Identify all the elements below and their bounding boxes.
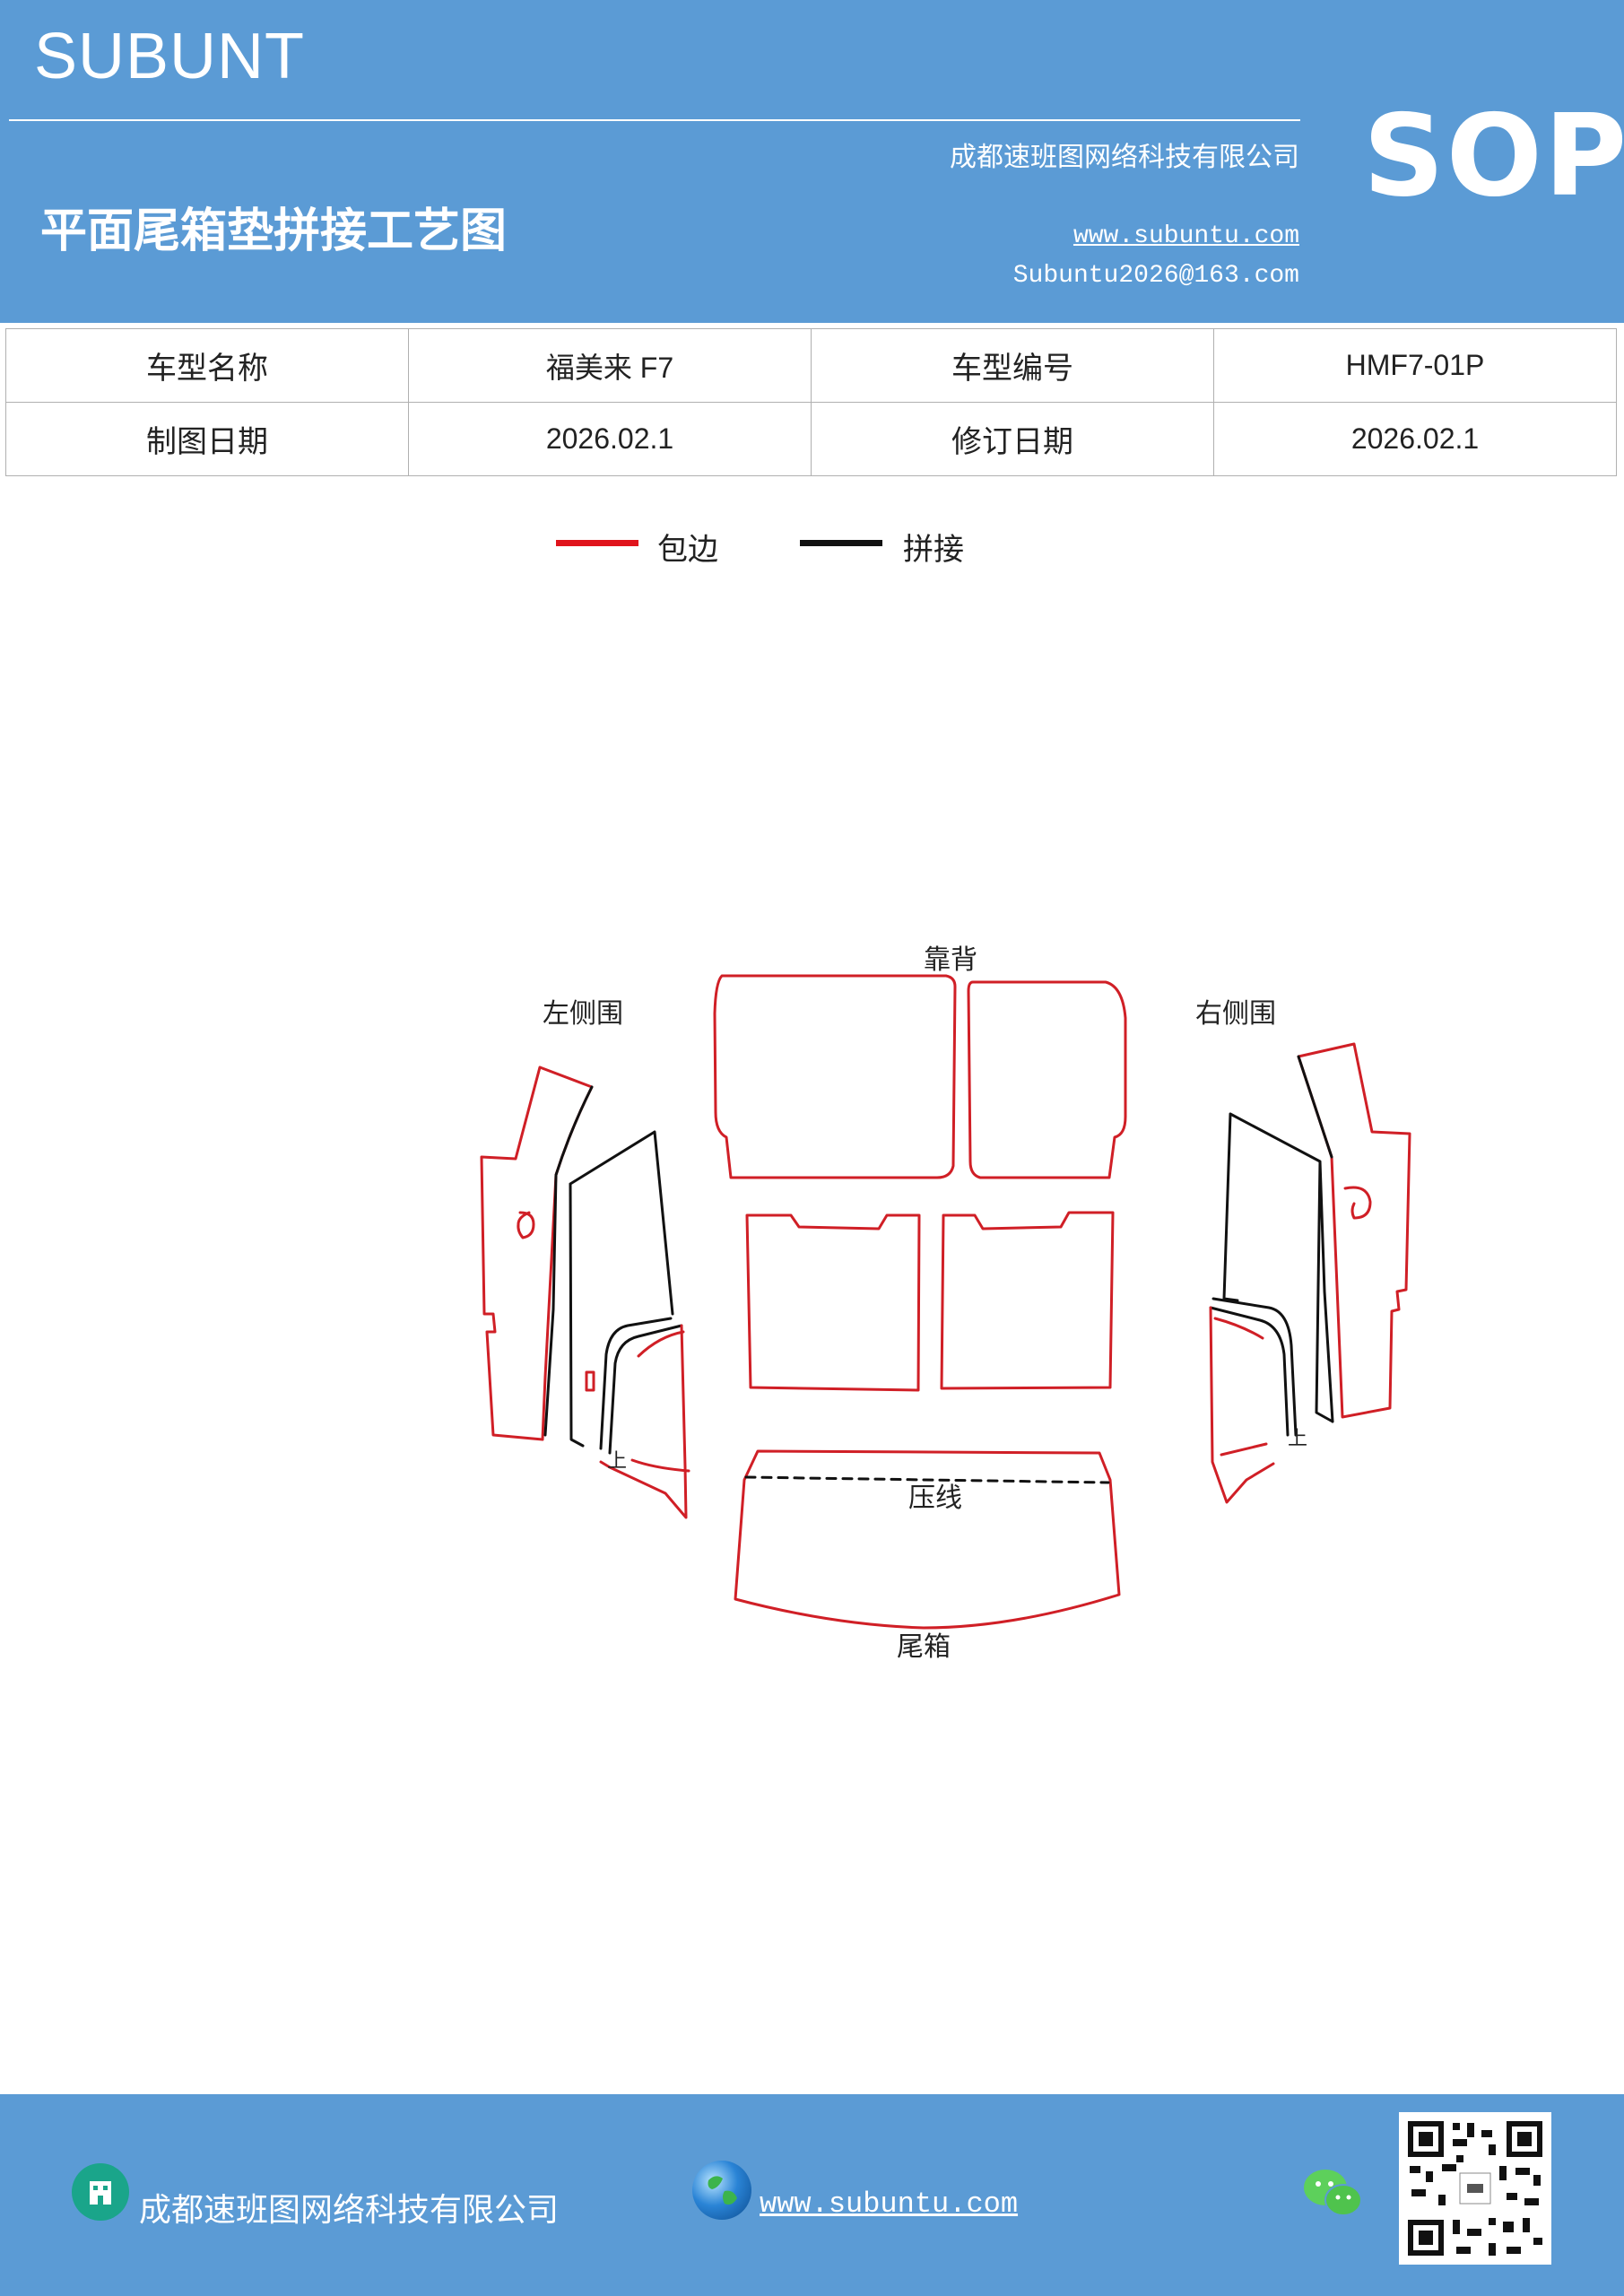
label-left-side: 左侧围	[543, 998, 623, 1030]
label-up-left: 上	[607, 1450, 627, 1473]
right-side-outer-panel	[1297, 1042, 1411, 1419]
table-cell: HMF7-01P	[1213, 328, 1617, 403]
floor-left-panel	[745, 1213, 921, 1392]
table-cell: 车型名称	[5, 328, 409, 403]
legend: 包边 拼接	[0, 525, 1624, 570]
email-address[interactable]: Subuntu2026@163.com	[1012, 262, 1299, 290]
table-cell: 车型编号	[811, 328, 1214, 403]
wechat-icon[interactable]	[1302, 2166, 1365, 2223]
backrest-right-panel	[967, 980, 1127, 1179]
label-trunk: 尾箱	[897, 1631, 951, 1663]
left-side-seam-panel	[543, 1085, 674, 1448]
table-cell: 2026.02.1	[1213, 402, 1617, 476]
legend-swatch-binding	[556, 540, 638, 546]
table-cell: 修订日期	[811, 402, 1214, 476]
label-press-line: 压线	[908, 1483, 962, 1514]
company-name: 成都速班图网络科技有限公司	[950, 142, 1299, 173]
building-icon	[72, 2163, 129, 2221]
label-right-side: 右侧围	[1195, 998, 1276, 1030]
label-up-right: 上	[1288, 1428, 1307, 1450]
right-wheel-arch-edge	[1209, 1306, 1275, 1504]
left-wheel-arch-panel	[599, 1317, 683, 1455]
left-side-hole	[517, 1211, 535, 1239]
table-cell: 制图日期	[5, 402, 409, 476]
qr-code	[1399, 2112, 1551, 2268]
right-side-hole	[1343, 1186, 1372, 1220]
globe-icon	[692, 2161, 751, 2220]
label-backrest: 靠背	[924, 944, 977, 976]
brand-name: SUBUNT	[34, 21, 306, 92]
table-row: 制图日期 2026.02.1 修订日期 2026.02.1	[5, 402, 1617, 476]
table-row: 车型名称 福美来 F7 车型编号 HMF7-01P	[5, 328, 1617, 403]
legend-label-seam: 拼接	[903, 532, 964, 568]
table-cell: 福美来 F7	[408, 328, 812, 403]
footer-company-name: 成都速班图网络科技有限公司	[139, 2192, 560, 2229]
trunk-mat-diagram: 靠背 左侧围 右侧围 压线 尾箱 上 上	[480, 944, 1411, 1663]
left-wheel-arch-edge	[599, 1324, 690, 1519]
left-small-slot	[585, 1370, 595, 1392]
header-divider	[9, 119, 1300, 121]
press-line	[744, 1475, 1110, 1484]
backrest-left-panel	[713, 974, 957, 1179]
legend-swatch-seam	[800, 540, 882, 546]
header-banner: SUBUNT 成都速班图网络科技有限公司 平面尾箱垫拼接工艺图 www.subu…	[0, 0, 1624, 323]
vehicle-info-table: 车型名称 福美来 F7 车型编号 HMF7-01P 制图日期 2026.02.1…	[5, 328, 1617, 476]
right-wheel-arch-panel	[1209, 1297, 1298, 1437]
table-cell: 2026.02.1	[408, 402, 812, 476]
trunk-panel	[734, 1449, 1121, 1630]
legend-label-binding: 包边	[657, 532, 718, 568]
footer-banner: 成都速班图网络科技有限公司 www.subuntu.com	[0, 2094, 1624, 2296]
website-link[interactable]: www.subuntu.com	[1073, 222, 1299, 250]
right-side-seam-panel	[1222, 1055, 1334, 1423]
footer-website-link[interactable]: www.subuntu.com	[760, 2187, 1019, 2221]
document-title: 平面尾箱垫拼接工艺图	[40, 204, 508, 258]
sop-badge: SOP	[1363, 90, 1624, 222]
floor-right-panel	[940, 1211, 1115, 1390]
